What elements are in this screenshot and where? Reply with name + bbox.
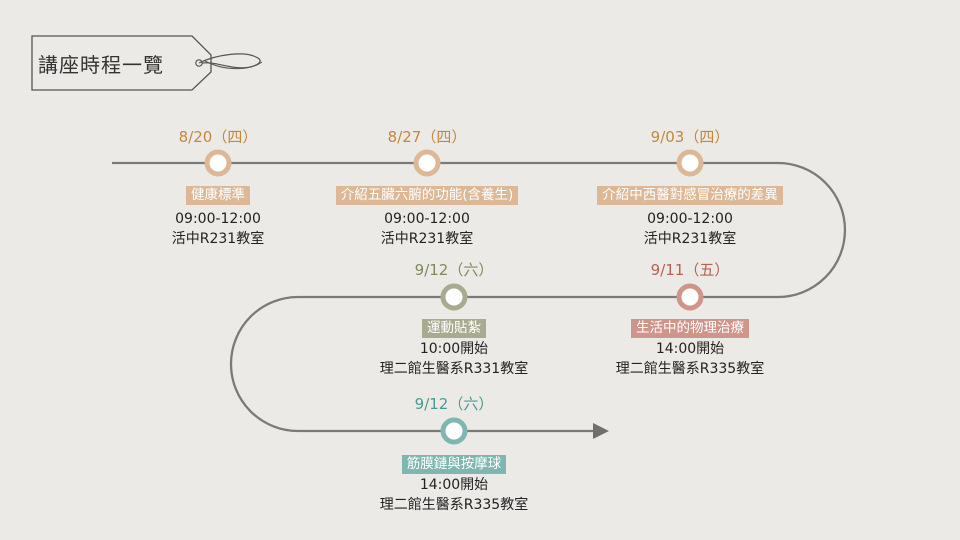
event-title: 筋膜鏈與按摩球 xyxy=(401,455,507,474)
timeline-arrowhead xyxy=(593,423,609,439)
event-time: 09:00-12:00 xyxy=(175,211,261,227)
event-location: 活中R231教室 xyxy=(380,231,474,247)
event-title: 運動貼紮 xyxy=(422,319,486,338)
milestone-marker-6 xyxy=(440,417,468,445)
milestone-marker-2 xyxy=(413,149,441,177)
event-time: 09:00-12:00 xyxy=(384,211,470,227)
event-date: 9/12（六） xyxy=(414,395,494,413)
event-location: 活中R231教室 xyxy=(643,231,737,247)
event-location: 理二館生醫系R335教室 xyxy=(379,497,529,513)
milestone-marker-4 xyxy=(676,283,704,311)
event-date: 9/12（六） xyxy=(414,261,494,279)
event-date: 9/11（五） xyxy=(650,261,730,279)
event-card: 介紹五臟六腑的功能(含養生) 09:00-12:00 活中R231教室 xyxy=(277,184,577,249)
event-time: 10:00開始 xyxy=(419,341,489,357)
event-date: 8/20（四） xyxy=(178,128,258,146)
tag-shape xyxy=(31,35,212,91)
milestone-marker-5 xyxy=(440,283,468,311)
event-location: 理二館生醫系R335教室 xyxy=(615,361,765,377)
event-card: 運動貼紮 10:00開始 理二館生醫系R331教室 xyxy=(304,317,604,379)
timeline-line xyxy=(112,161,847,433)
event-title: 生活中的物理治療 xyxy=(631,319,749,338)
milestone-marker-1 xyxy=(204,149,232,177)
event-time: 14:00開始 xyxy=(655,341,725,357)
event-time: 14:00開始 xyxy=(419,477,489,493)
event-card: 介紹中西醫對感冒治療的差異 09:00-12:00 活中R231教室 xyxy=(540,184,840,249)
event-card: 生活中的物理治療 14:00開始 理二館生醫系R335教室 xyxy=(540,317,840,379)
event-card: 筋膜鏈與按摩球 14:00開始 理二館生醫系R335教室 xyxy=(304,453,604,515)
event-title: 介紹中西醫對感冒治療的差異 xyxy=(597,186,783,205)
event-title: 健康標準 xyxy=(186,186,250,205)
event-time: 09:00-12:00 xyxy=(647,211,733,227)
page-title: 講座時程一覽 xyxy=(38,53,164,77)
event-card: 健康標準 09:00-12:00 活中R231教室 xyxy=(68,184,368,249)
event-location: 理二館生醫系R331教室 xyxy=(379,361,529,377)
event-location: 活中R231教室 xyxy=(171,231,265,247)
milestone-marker-3 xyxy=(676,149,704,177)
event-date: 9/03（四） xyxy=(650,128,730,146)
tag-string-loop xyxy=(204,60,263,70)
event-date: 8/27（四） xyxy=(387,128,467,146)
event-title: 介紹五臟六腑的功能(含養生) xyxy=(335,186,519,205)
